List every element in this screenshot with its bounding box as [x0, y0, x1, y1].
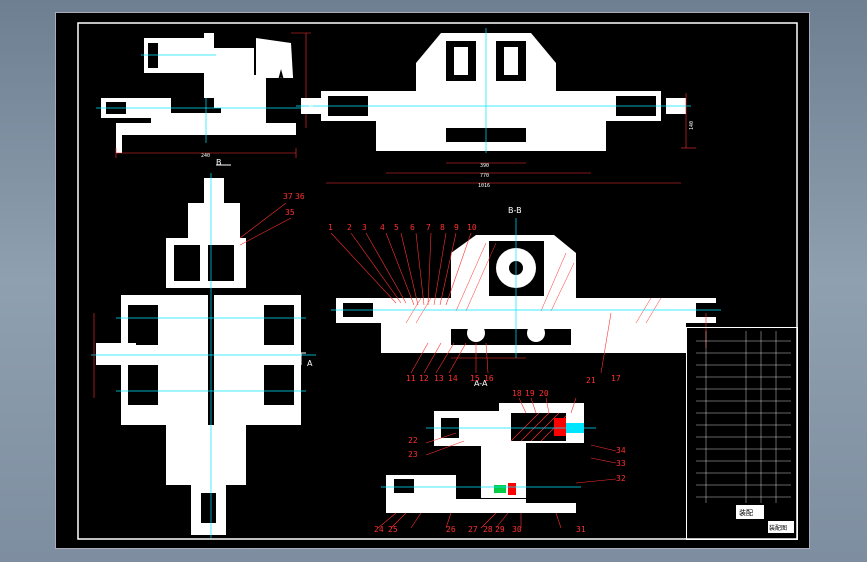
callout-20: 20	[539, 389, 549, 398]
callout-26: 26	[446, 525, 456, 534]
view-mark-a: A	[307, 359, 313, 368]
dim-top-outer: 1016	[478, 183, 491, 189]
title-block	[686, 327, 798, 540]
callout-22: 22	[408, 436, 418, 445]
callout-37: 37	[283, 192, 293, 201]
callout-8: 8	[440, 223, 445, 232]
hatch-bb	[405, 242, 662, 324]
view-mark-b: B	[216, 158, 222, 167]
callout-14: 14	[448, 374, 458, 383]
callout-9: 9	[454, 223, 459, 232]
view-label-aa: A-A	[474, 379, 488, 388]
callout-19: 19	[525, 389, 535, 398]
drawing-sheet: 装配 装配图 B-B A-A B A 240 390 770 1016 296 …	[55, 12, 810, 549]
callout-23: 23	[408, 450, 418, 459]
front-view	[101, 33, 296, 153]
dim-front-width: 240	[201, 153, 211, 159]
callout-35: 35	[285, 208, 295, 217]
callout-17: 17	[611, 374, 621, 383]
callout-11: 11	[406, 374, 416, 383]
callout-30: 30	[512, 525, 522, 534]
callout-16: 16	[484, 374, 494, 383]
callout-2: 2	[347, 223, 352, 232]
parts-list	[696, 331, 791, 503]
callout-28: 28	[483, 525, 493, 534]
title-block-name-cell: 装配	[736, 505, 764, 519]
callout-24: 24	[374, 525, 384, 534]
callout-4: 4	[380, 223, 385, 232]
callout-10: 10	[467, 223, 477, 232]
callout-13: 13	[434, 374, 444, 383]
callout-31: 31	[576, 525, 586, 534]
view-label-bb: B-B	[508, 206, 522, 215]
callout-21: 21	[586, 376, 596, 385]
callout-29: 29	[495, 525, 505, 534]
plan-view	[96, 178, 301, 535]
title-block-sub-cell: 装配图	[768, 521, 794, 533]
callout-25: 25	[388, 525, 398, 534]
callout-36: 36	[295, 192, 305, 201]
callout-27: 27	[468, 525, 478, 534]
title-name: 装配	[739, 509, 753, 517]
title-sub: 装配图	[769, 525, 788, 532]
section-bb	[336, 235, 716, 353]
dim-height-right: 296	[309, 98, 316, 109]
callout-18: 18	[512, 389, 522, 398]
dim-height-small: 140	[689, 120, 696, 131]
callout-15: 15	[470, 374, 480, 383]
inner-border	[77, 22, 798, 540]
callout-12: 12	[419, 374, 429, 383]
callout-33: 33	[616, 459, 626, 468]
top-view	[301, 33, 686, 151]
dim-top-inner: 390	[480, 163, 490, 169]
callout-5: 5	[394, 223, 399, 232]
callout-6: 6	[410, 223, 415, 232]
callout-3: 3	[362, 223, 367, 232]
callout-1: 1	[328, 223, 333, 232]
callout-7: 7	[426, 223, 431, 232]
callout-32: 32	[616, 474, 626, 483]
dim-top-mid: 770	[480, 173, 490, 179]
callout-34: 34	[616, 446, 626, 455]
cad-drawing	[77, 22, 798, 540]
